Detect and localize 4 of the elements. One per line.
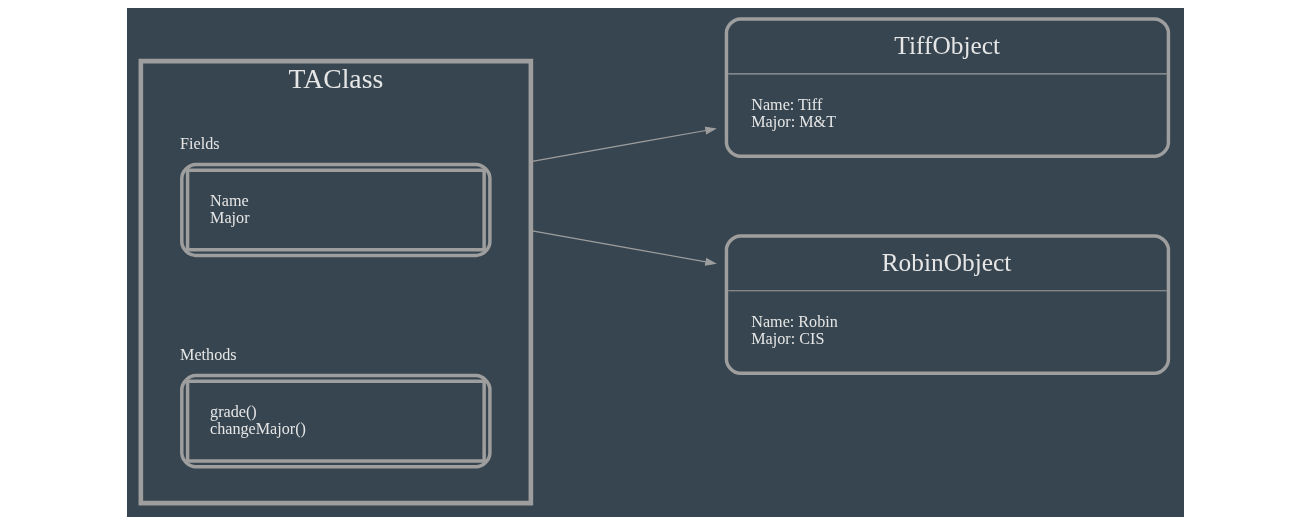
node-label: Fields bbox=[179, 135, 220, 153]
node-box: Name Major bbox=[179, 162, 492, 258]
node-label: Methods bbox=[179, 346, 237, 364]
node-box: grade() changeMajor() bbox=[179, 373, 492, 469]
